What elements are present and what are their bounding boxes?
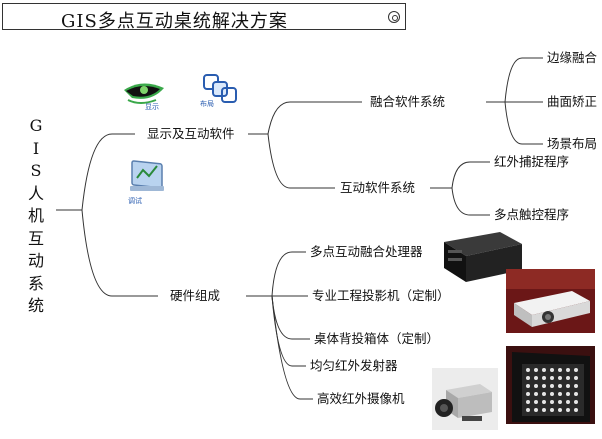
- camera-image: [432, 368, 498, 430]
- ir-led-array-image: [506, 346, 595, 424]
- icon-caption-layout: 布局: [200, 100, 214, 108]
- root-char: G: [29, 116, 43, 135]
- node-software: 显示及互动软件: [147, 126, 235, 141]
- root-char: 机: [27, 206, 44, 225]
- leaf-cabinet: 桌体背投箱体（定制）: [314, 331, 440, 346]
- projector-image: [506, 269, 595, 333]
- projector-photo: [506, 269, 595, 333]
- title-banner: GIS多点互动桌统解决方案: [2, 3, 406, 32]
- eye-display-icon: [124, 83, 164, 104]
- root-char: 动: [27, 251, 44, 270]
- debug-monitor-icon: [130, 160, 164, 191]
- leaf-ir-capture: 红外捕捉程序: [494, 154, 570, 169]
- node-fusion-system: 融合软件系统: [370, 94, 446, 109]
- leaf-edge-blend: 边缘融合: [547, 50, 598, 65]
- layout-windows-icon: [203, 74, 237, 103]
- ir-emitter-photo: [506, 346, 595, 424]
- node-hardware: 硬件组成: [170, 288, 221, 303]
- root-char: 互: [27, 228, 44, 248]
- leaf-processor: 多点互动融合处理器: [310, 244, 423, 259]
- scroll-cap-icon: [388, 11, 400, 23]
- leaf-ir-camera: 高效红外摄像机: [317, 391, 405, 406]
- root-node: G I S 人 机 互 动 系 统: [24, 115, 48, 318]
- icon-caption-debug: 调试: [128, 197, 142, 205]
- root-char: S: [30, 161, 42, 180]
- icon-caption-display: 显示: [145, 103, 159, 111]
- leaf-scene-layout: 场景布局: [547, 136, 598, 151]
- leaf-ir-emitter: 均匀红外发射器: [310, 358, 398, 373]
- root-char: 系: [27, 273, 44, 293]
- leaf-multitouch: 多点触控程序: [494, 207, 570, 222]
- root-char: I: [32, 138, 40, 158]
- leaf-curve-correction: 曲面矫正: [547, 94, 598, 109]
- ir-camera-photo: [432, 368, 498, 430]
- root-char: 人: [27, 183, 44, 203]
- page-title: GIS多点互动桌统解决方案: [61, 11, 288, 32]
- root-char: 统: [27, 296, 44, 315]
- leaf-projector: 专业工程投影机（定制）: [312, 288, 450, 303]
- node-interactive-system: 互动软件系统: [340, 180, 416, 195]
